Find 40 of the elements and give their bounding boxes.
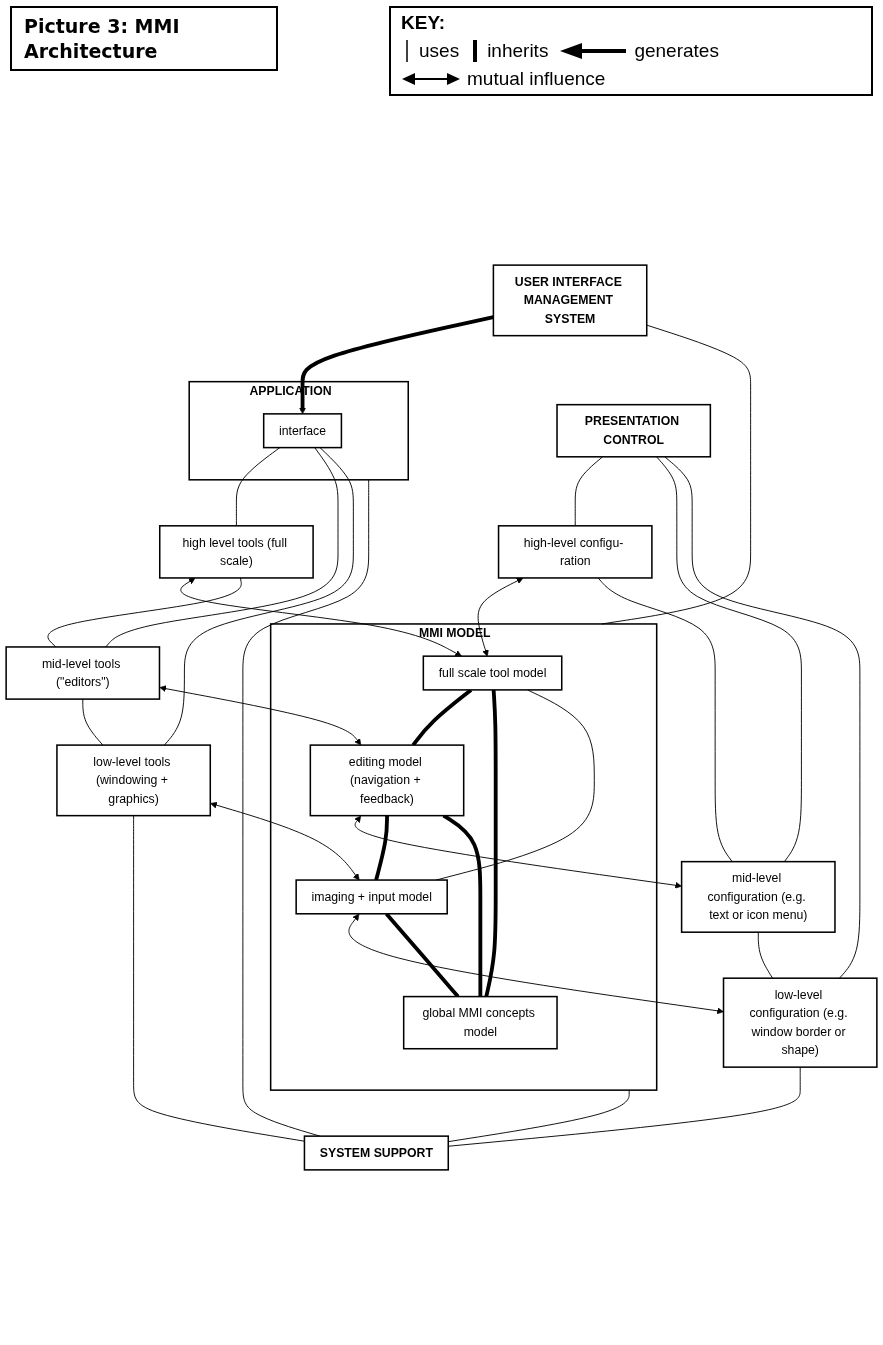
connector [105,447,339,648]
node-box: PRESENTATION CONTROL [556,403,712,458]
connector [159,685,362,746]
legend-text: generates [634,40,719,62]
legend-text: mutual influence [467,68,606,90]
node-box: USER INTERFACE MANAGEMENT SYSTEM [492,264,648,337]
connector [574,456,604,527]
connector [384,912,460,998]
connector [374,815,389,881]
connector [601,324,752,625]
node-box: interface [262,413,343,449]
connector [442,814,483,997]
node-box: mid-level tools ("editors") [5,646,161,700]
connector [242,479,370,1137]
node-box: low-level configuration (e.g. window border or shape) [722,977,878,1068]
legend-text: uses [419,40,460,62]
connector [47,577,242,648]
node-box: high-level configu- ration [497,525,653,579]
connector [411,688,473,747]
node-box: editing model (navigation + feedback) [309,744,465,817]
connector [82,698,104,746]
connector [299,315,494,415]
connector [235,447,281,527]
connector [133,815,305,1142]
connector [597,577,733,863]
connector [656,456,802,863]
connector [757,931,774,979]
legend-text: inherits [487,40,549,62]
connector [484,689,498,997]
legend-heading: KEY: [401,12,446,34]
node-box: imaging + input model [295,879,448,915]
node-box: global MMI concepts model [402,995,558,1050]
node-box: full scale tool model [422,655,563,691]
diagram-title: Picture 3: MMI Architecture [10,6,278,72]
connector [664,456,861,979]
connector [163,447,354,746]
node-box: mid-level configuration (e.g. text or icon menu) [680,860,836,933]
node-box: low-level tools (windowing + graphics) [56,744,212,817]
node-box: high level tools (full scale) [159,525,314,579]
node-box: SYSTEM SUPPORT [303,1135,450,1171]
